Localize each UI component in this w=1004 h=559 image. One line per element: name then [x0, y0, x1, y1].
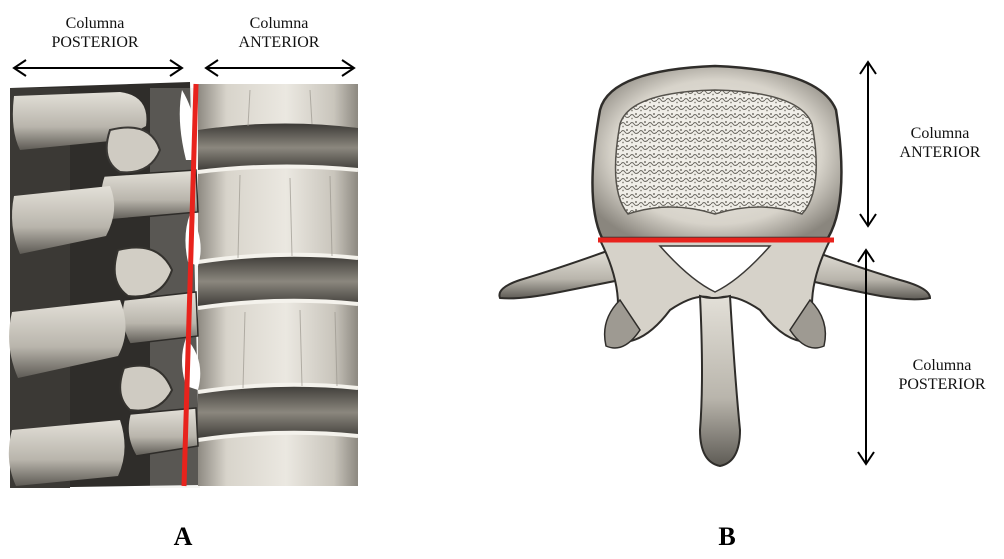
panel-b-anterior-label: Columna ANTERIOR	[882, 124, 998, 162]
panel-b-posterior-label-line2: POSTERIOR	[882, 375, 1002, 394]
panel-a-letter: A	[168, 522, 198, 552]
panel-a-posterior-label-line2: POSTERIOR	[10, 33, 180, 52]
panel-b-anterior-label-line1: Columna	[882, 124, 998, 143]
panel-a-anterior-label-line2: ANTERIOR	[204, 33, 354, 52]
panel-a-posterior-label-line1: Columna	[10, 14, 180, 33]
panel-a-anterior-label: Columna ANTERIOR	[204, 14, 354, 52]
panel-a-anterior-label-line1: Columna	[204, 14, 354, 33]
panel-a-posterior-arrow	[14, 60, 182, 76]
panel-a-posterior-label: Columna POSTERIOR	[10, 14, 180, 52]
panel-b-posterior-label: Columna POSTERIOR	[882, 356, 1002, 394]
panel-b-anterior-label-line2: ANTERIOR	[882, 143, 998, 162]
panel-b-letter: B	[712, 522, 742, 552]
panel-b-anterior-arrow	[860, 62, 876, 226]
panel-a-anterior-arrow	[206, 60, 354, 76]
panel-b-posterior-label-line1: Columna	[882, 356, 1002, 375]
